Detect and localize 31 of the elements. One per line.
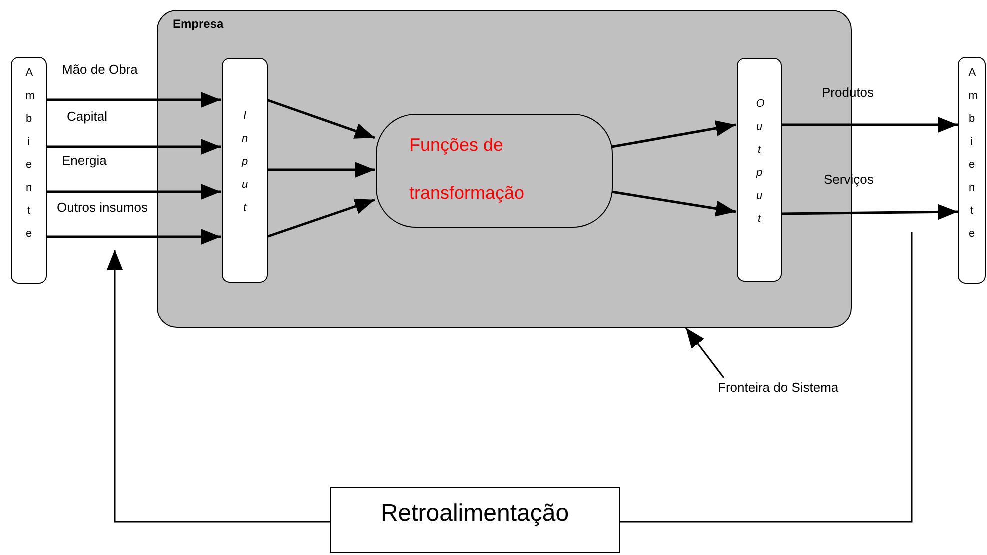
edge-label: Outros insumos [57,200,148,216]
arrow [47,184,221,200]
arrow [267,162,375,178]
edge-label: Capital [67,109,108,125]
feedback-text: Retroalimentação [380,499,570,529]
arrow [47,92,221,108]
vertical-text: Ambiente [26,66,32,242]
annotation-text: Fronteira do Sistema [718,378,878,398]
feedback-box [330,487,620,553]
leader-line [685,328,725,378]
arrow [612,190,736,217]
edge-label: Mão de Obra [62,62,138,78]
environment-box [958,57,986,284]
vertical-text: Ambiente [968,66,976,242]
vertical-text: Output [756,97,763,227]
io-box [737,58,782,282]
process-box [376,114,613,228]
arrow [612,120,736,148]
process-text: Funções de transformação [410,134,526,205]
arrow [266,98,376,140]
box-title: Empresa [173,16,224,33]
environment-box [11,57,47,284]
io-box [222,58,268,283]
arrow [107,250,330,523]
edge-label: Energia [62,153,107,169]
arrow [47,139,221,155]
arrow [47,229,221,245]
arrow [780,204,958,220]
arrow [266,198,376,238]
arrow [781,117,958,133]
vertical-text: Input [242,109,248,216]
